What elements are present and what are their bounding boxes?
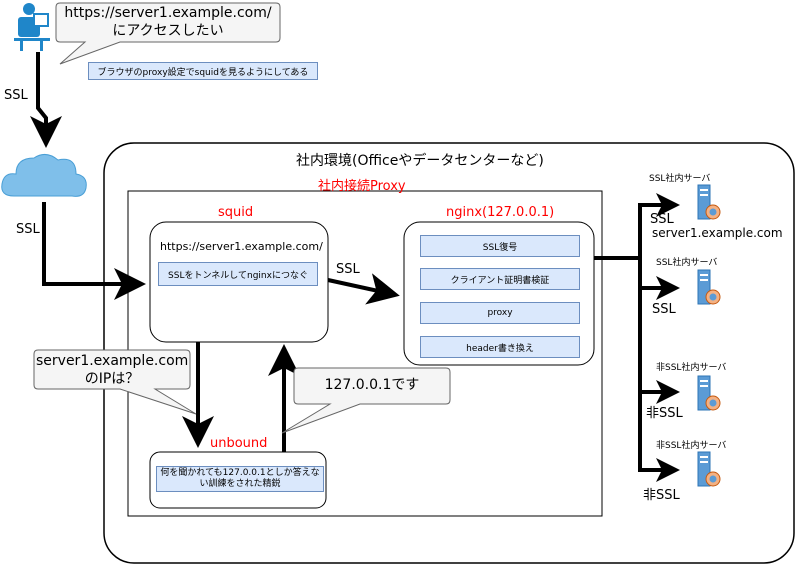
proxy-title: 社内接続Proxy <box>318 179 406 194</box>
squid-inner: SSLをトンネルしてnginxにつなぐ <box>158 262 318 286</box>
server-link-label: SSL <box>650 212 674 227</box>
squid-title: squid <box>218 205 254 220</box>
server-icon <box>697 375 721 411</box>
arrow-user-to-cloud <box>30 52 62 148</box>
server-icon <box>697 184 721 220</box>
server-link-label: SSL <box>652 302 676 317</box>
server-title: SSL社内サーバ <box>649 174 711 184</box>
user-callout-shape <box>55 2 281 65</box>
arrow-cloud-to-squid <box>42 202 146 300</box>
unbound-question: server1.example.comのIPは？ <box>36 353 189 387</box>
squid-url: https://server1.example.com/ <box>160 240 323 253</box>
nginx-item: header書き換え <box>420 336 580 358</box>
arrow-to-server-1 <box>638 193 680 258</box>
question-callout-shape <box>33 349 197 415</box>
server-link-label: 非SSL <box>646 406 683 421</box>
nginx-item: クライアント証明書検証 <box>420 268 580 290</box>
server-host: server1.example.com <box>652 226 783 240</box>
user-callout: https://server1.example.com/にアクセスしたい <box>64 5 272 39</box>
label-ssl-squid-nginx: SSL <box>336 262 360 277</box>
arrow-to-server-4 <box>638 258 680 482</box>
label-ssl-cloud-squid: SSL <box>16 222 40 237</box>
server-title: SSL社内サーバ <box>656 258 718 268</box>
nginx-item: SSL復号 <box>420 235 580 257</box>
unbound-title: unbound <box>210 436 268 451</box>
server-title: 非SSL社内サーバ <box>656 363 727 373</box>
server-title: 非SSL社内サーバ <box>656 441 727 451</box>
nginx-box[interactable] <box>403 221 595 366</box>
nginx-title: nginx(127.0.0.1) <box>446 205 555 220</box>
server-icon <box>697 269 721 305</box>
server-icon <box>697 451 721 487</box>
office-title: 社内環境(Officeやデータセンターなど) <box>296 153 544 169</box>
nginx-item: proxy <box>420 302 580 324</box>
user-note: ブラウザのproxy設定でsquidを見るようにしてある <box>88 62 318 80</box>
unbound-answer: 127.0.0.1です <box>324 377 420 393</box>
arrow-squid-to-nginx <box>327 273 400 305</box>
label-ssl-user-cloud: SSL <box>4 88 28 103</box>
answer-callout-shape <box>281 367 451 434</box>
cloud-icon <box>1 154 87 197</box>
unbound-inner: 何を聞かれても127.0.0.1としか答えない訓練をされた精鋭 <box>156 466 324 492</box>
server-link-label: 非SSL <box>643 488 680 503</box>
user-icon <box>14 3 50 51</box>
